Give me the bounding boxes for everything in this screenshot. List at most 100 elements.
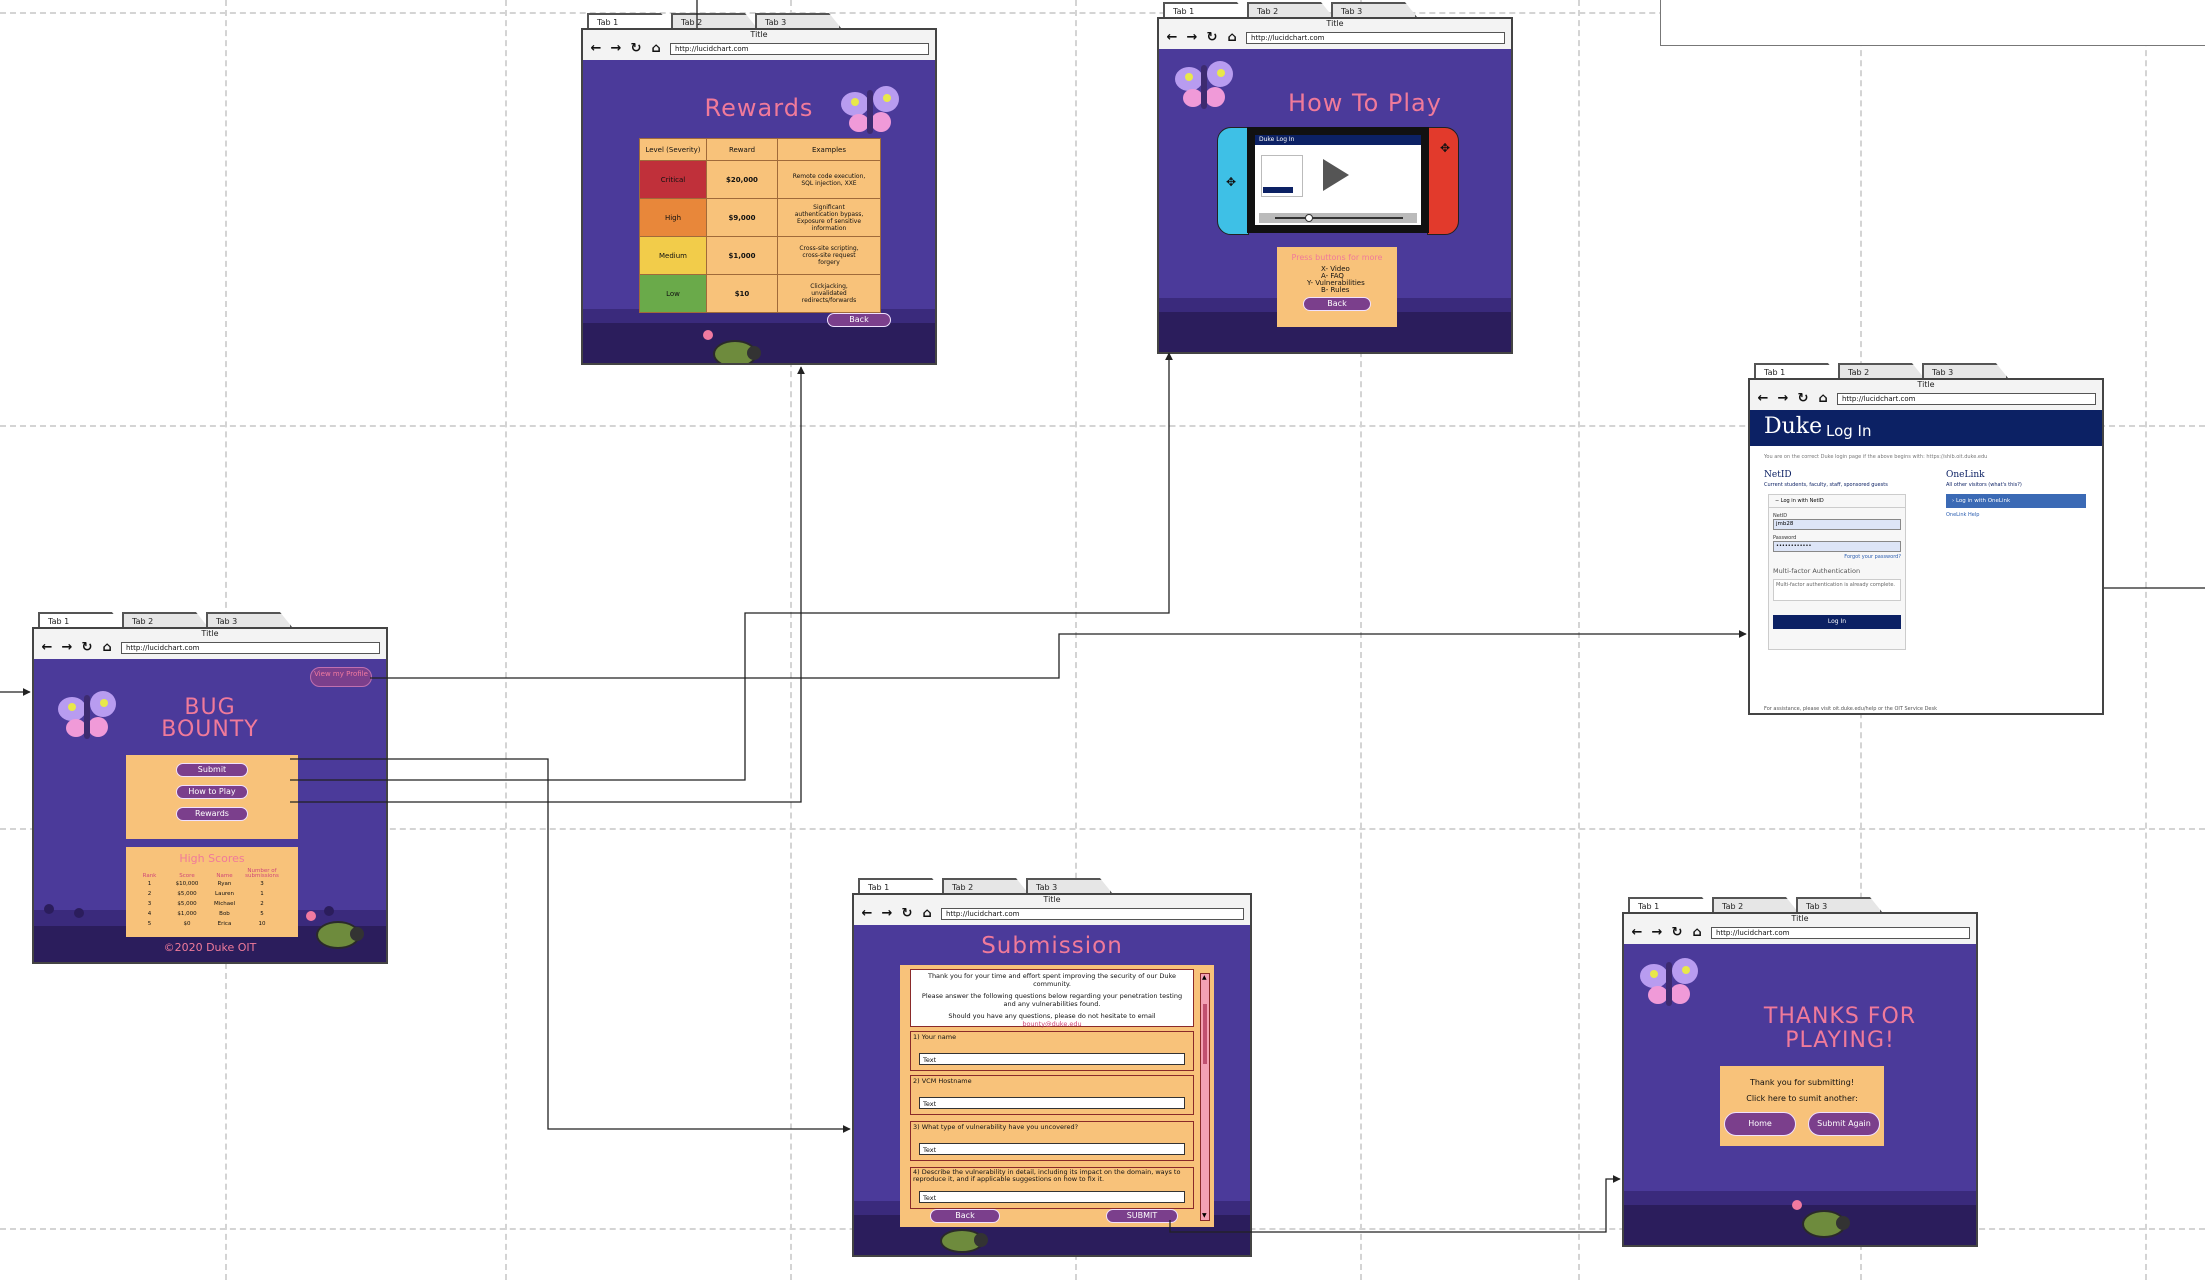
reload-icon[interactable]: ↻: [630, 41, 642, 56]
col-level: Level (Severity): [639, 138, 707, 161]
home-icon[interactable]: ⌂: [102, 640, 112, 655]
netid-toggle[interactable]: − Log in with NetID: [1769, 495, 1905, 508]
tab-2[interactable]: Tab 2: [1247, 2, 1333, 17]
name-input[interactable]: Text: [919, 1053, 1185, 1065]
forward-arrow-icon[interactable]: →: [610, 41, 622, 56]
tab-1[interactable]: Tab 1: [1754, 363, 1840, 378]
onelink-help-link[interactable]: OneLink Help: [1946, 512, 1980, 518]
how-to-play-button[interactable]: How to Play: [176, 785, 248, 799]
description-input[interactable]: Text: [919, 1191, 1185, 1203]
home-icon[interactable]: ⌂: [651, 41, 661, 56]
video-progress-bar[interactable]: [1259, 213, 1417, 223]
window-title: Title: [750, 30, 768, 39]
tab-1[interactable]: Tab 1: [1163, 2, 1249, 17]
password-label: Password: [1773, 535, 1797, 541]
browser-toolbar: ← → ↻ ⌂ http://lucidchart.com: [854, 905, 1250, 923]
tab-1[interactable]: Tab 1: [858, 878, 944, 893]
back-button[interactable]: Back: [930, 1209, 1000, 1223]
reload-icon[interactable]: ↻: [1206, 30, 1218, 45]
reload-icon[interactable]: ↻: [1671, 925, 1683, 940]
login-button[interactable]: Log In: [1773, 615, 1901, 629]
tab-3[interactable]: Tab 3: [755, 13, 841, 28]
play-icon[interactable]: [1323, 159, 1349, 191]
home-icon[interactable]: ⌂: [1227, 30, 1237, 45]
address-bar[interactable]: http://lucidchart.com: [941, 908, 1244, 920]
tab-3[interactable]: Tab 3: [1796, 897, 1882, 912]
tab-1[interactable]: Tab 1: [1628, 897, 1714, 912]
tab-2[interactable]: Tab 2: [1838, 363, 1924, 378]
address-bar[interactable]: http://lucidchart.com: [1837, 393, 2096, 405]
home-button[interactable]: Home: [1724, 1112, 1796, 1136]
face-buttons-icon: ✥: [1439, 141, 1450, 155]
scroll-down-icon[interactable]: ▼: [1202, 1212, 1207, 1219]
vuln-type-input[interactable]: Text: [919, 1143, 1185, 1155]
login-heading: Log In: [1826, 422, 1872, 440]
col-submissions: Number of submissions: [245, 868, 279, 879]
forward-arrow-icon[interactable]: →: [1777, 391, 1789, 406]
scrubber-handle[interactable]: [1305, 214, 1313, 222]
home-icon[interactable]: ⌂: [922, 906, 932, 921]
tab-2[interactable]: Tab 2: [671, 13, 757, 28]
onelink-button[interactable]: › Log in with OneLink: [1946, 494, 2086, 508]
tab-2[interactable]: Tab 2: [942, 878, 1028, 893]
hostname-input[interactable]: Text: [919, 1097, 1185, 1109]
back-arrow-icon[interactable]: ←: [1166, 30, 1178, 45]
submit-again-button[interactable]: Submit Again: [1808, 1112, 1880, 1136]
reload-icon[interactable]: ↻: [81, 640, 93, 655]
chevron-right-icon: ›: [1952, 498, 1956, 504]
address-bar[interactable]: http://lucidchart.com: [670, 43, 929, 55]
netid-field[interactable]: jmb28: [1773, 519, 1901, 530]
forgot-password-link[interactable]: Forgot your password?: [1844, 554, 1901, 560]
grid-line: [2145, 0, 2147, 1280]
tab-3[interactable]: Tab 3: [1026, 878, 1112, 893]
controls-panel: Press buttons for more X- Video A- FAQ Y…: [1277, 247, 1397, 327]
tab-3[interactable]: Tab 3: [1922, 363, 2008, 378]
back-arrow-icon[interactable]: ←: [590, 41, 602, 56]
tab-2[interactable]: Tab 2: [122, 612, 208, 627]
forward-arrow-icon[interactable]: →: [1186, 30, 1198, 45]
contact-email-link[interactable]: bounty@duke.edu: [1022, 1020, 1082, 1028]
home-icon[interactable]: ⌂: [1818, 391, 1828, 406]
back-button[interactable]: Back: [1303, 297, 1371, 311]
table-cell: 1: [260, 891, 264, 897]
page-title: Submission: [981, 933, 1123, 959]
address-bar[interactable]: http://lucidchart.com: [1711, 927, 1970, 939]
page-title: How To Play: [1288, 89, 1442, 117]
form-scrollbar[interactable]: ▲ ▼: [1200, 973, 1210, 1221]
forward-arrow-icon[interactable]: →: [1651, 925, 1663, 940]
address-bar[interactable]: http://lucidchart.com: [121, 642, 380, 654]
scroll-thumb[interactable]: [1203, 1004, 1207, 1064]
reload-icon[interactable]: ↻: [1797, 391, 1809, 406]
back-arrow-icon[interactable]: ←: [1631, 925, 1643, 940]
back-arrow-icon[interactable]: ←: [861, 906, 873, 921]
tab-1[interactable]: Tab 1: [38, 612, 124, 627]
home-icon[interactable]: ⌂: [1692, 925, 1702, 940]
example-cell: Cross-site scripting, cross-site request…: [777, 236, 881, 275]
forward-arrow-icon[interactable]: →: [881, 906, 893, 921]
submit-button[interactable]: Submit: [176, 763, 248, 777]
home-window: Tab 1 Tab 2 Tab 3 Title ← → ↻ ⌂ http://l…: [32, 612, 388, 964]
submit-button[interactable]: SUBMIT: [1106, 1209, 1178, 1223]
view-profile-button[interactable]: View my Profile: [310, 667, 372, 687]
scroll-up-icon[interactable]: ▲: [1202, 974, 1207, 981]
back-arrow-icon[interactable]: ←: [41, 640, 53, 655]
password-field[interactable]: ••••••••••••: [1773, 541, 1901, 552]
forward-arrow-icon[interactable]: →: [61, 640, 73, 655]
video-player[interactable]: Duke Log In: [1255, 135, 1421, 225]
back-arrow-icon[interactable]: ←: [1757, 391, 1769, 406]
table-cell: Lauren: [215, 891, 234, 897]
back-button[interactable]: Back: [827, 313, 891, 327]
rewards-button[interactable]: Rewards: [176, 807, 248, 821]
tab-1[interactable]: Tab 1: [587, 13, 673, 28]
table-cell: Erica: [217, 921, 232, 927]
address-bar[interactable]: http://lucidchart.com: [1246, 32, 1505, 44]
tab-3[interactable]: Tab 3: [206, 612, 292, 627]
table-cell: $5,000: [177, 901, 197, 907]
tab-3[interactable]: Tab 3: [1331, 2, 1417, 17]
reload-icon[interactable]: ↻: [901, 906, 913, 921]
tab-2[interactable]: Tab 2: [1712, 897, 1798, 912]
tab-strip: Tab 1 Tab 2 Tab 3: [1163, 2, 1417, 19]
reward-cell: $10: [706, 274, 778, 313]
